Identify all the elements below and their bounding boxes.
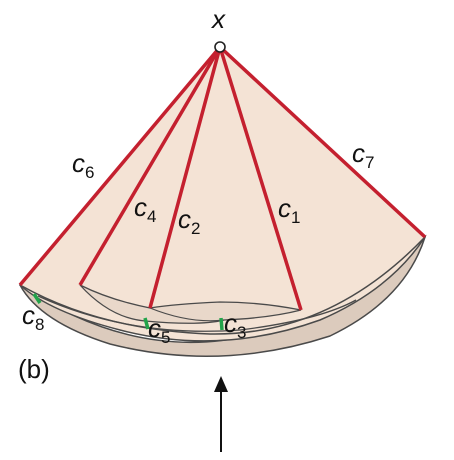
edge-c7	[218, 45, 427, 239]
edge-c5	[143, 317, 150, 330]
edge-c4	[78, 46, 222, 286]
inner-fold-small	[149, 307, 225, 322]
edge-c3	[219, 317, 224, 331]
label-c2: c2	[178, 204, 200, 238]
label-c7: c7	[352, 138, 374, 172]
edge-c1	[218, 46, 303, 311]
label-c8: c8	[22, 300, 44, 334]
edge-c8	[32, 293, 42, 304]
cone-surface	[18, 45, 426, 342]
label-c4: c4	[134, 192, 156, 226]
inner-fold-outer	[19, 236, 426, 335]
label-c1: c1	[278, 193, 300, 227]
apex-point	[214, 41, 226, 53]
edge-c2	[148, 46, 222, 309]
panel-label: (b)	[18, 354, 50, 384]
apex-label: x	[210, 4, 226, 34]
label-c5: c5	[148, 313, 170, 347]
label-c3: c3	[224, 308, 246, 342]
label-c6: c6	[72, 148, 94, 182]
edge-c6	[18, 45, 222, 287]
view-arrow	[214, 376, 228, 452]
inner-fold-middle	[37, 295, 357, 332]
